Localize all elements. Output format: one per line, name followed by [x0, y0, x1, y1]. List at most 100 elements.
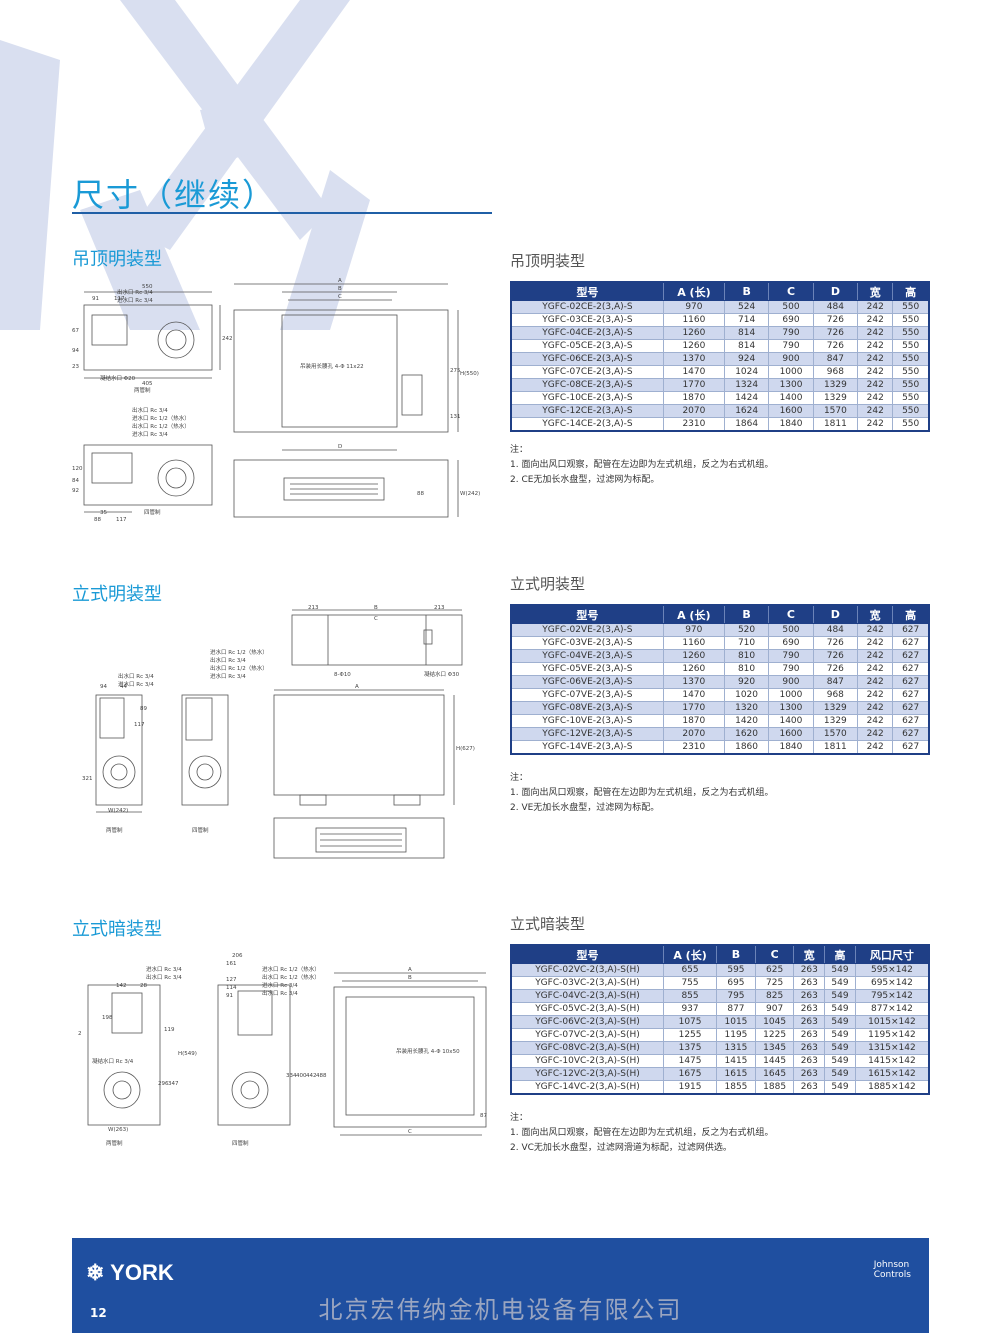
- table-cell: 726: [812, 313, 859, 327]
- table-cell: 690: [768, 636, 814, 650]
- table-cell: 937: [662, 1002, 718, 1016]
- column-header: B: [723, 604, 770, 624]
- svg-text:H(550): H(550): [460, 371, 479, 377]
- svg-text:进水口 Rc 3/4: 进水口 Rc 3/4: [132, 430, 168, 438]
- table-cell: 549: [824, 1028, 856, 1042]
- svg-text:凝结水口 Rc 3/4: 凝结水口 Rc 3/4: [92, 1057, 134, 1065]
- table-cell: 1195×142: [854, 1028, 930, 1042]
- column-header: 高: [824, 944, 856, 964]
- page-number: 12: [90, 1306, 107, 1320]
- table-cell: YGFC-05VC-2(3,A)-S(H): [510, 1002, 664, 1016]
- svg-text:出水口 Rc 3/4: 出水口 Rc 3/4: [117, 288, 153, 296]
- table-cell: 263: [793, 1054, 826, 1068]
- table-cell: 242: [857, 404, 894, 418]
- table-cell: 263: [793, 989, 826, 1003]
- table-cell: 2310: [662, 417, 725, 432]
- table-cell: 595×142: [854, 963, 930, 977]
- svg-text:A: A: [408, 967, 412, 973]
- table-cell: YGFC-07VC-2(3,A)-S(H): [510, 1028, 664, 1042]
- table-cell: YGFC-10CE-2(3,A)-S: [510, 391, 664, 405]
- vertical-dimension-drawing: 213 B 213 C 8-Φ10 凝结水口 Φ30 进水口 Rc 1/2（热水…: [82, 605, 475, 859]
- svg-text:92: 92: [72, 488, 79, 494]
- table-cell: 970: [662, 300, 725, 314]
- table-cell: 1315×142: [854, 1041, 930, 1055]
- table-cell: 790: [768, 339, 814, 353]
- table-cell: 847: [812, 352, 859, 366]
- svg-text:28: 28: [140, 983, 147, 989]
- table-cell: 1570: [812, 404, 859, 418]
- table-cell: 242: [857, 378, 894, 392]
- svg-text:400: 400: [296, 1073, 307, 1079]
- table-cell: 795: [716, 989, 756, 1003]
- svg-text:四管制: 四管制: [144, 508, 161, 516]
- svg-text:出水口 Rc 1/2（热水）: 出水口 Rc 1/2（热水）: [132, 422, 190, 430]
- svg-text:W(242): W(242): [460, 491, 480, 497]
- table-cell: 1375: [662, 1041, 718, 1055]
- table-cell: YGFC-02VC-2(3,A)-S(H): [510, 963, 664, 977]
- note-line: 1. 面向出风口观察，配管在左边即为左式机组，反之为右式机组。: [510, 788, 774, 798]
- svg-text:四管制: 四管制: [192, 826, 209, 834]
- svg-text:88: 88: [94, 517, 101, 523]
- table-cell: 1770: [662, 378, 725, 392]
- table-title-ceiling: 吊顶明装型: [510, 252, 586, 270]
- table-cell: 1645: [754, 1067, 795, 1081]
- table-cell: 1400: [768, 714, 814, 728]
- table-cell: YGFC-12CE-2(3,A)-S: [510, 404, 664, 418]
- table-cell: 1260: [662, 649, 725, 663]
- table-cell: 627: [892, 688, 930, 702]
- column-header: A (长): [662, 281, 725, 301]
- svg-text:8-Φ10: 8-Φ10: [334, 672, 351, 678]
- table-cell: 549: [824, 1015, 856, 1029]
- table-cell: YGFC-08VC-2(3,A)-S(H): [510, 1041, 664, 1055]
- table-cell: 726: [812, 339, 859, 353]
- svg-text:C: C: [408, 1129, 412, 1135]
- svg-text:凝结水口 Φ20: 凝结水口 Φ20: [100, 374, 136, 382]
- table-cell: 627: [892, 740, 930, 755]
- table-cell: 263: [793, 976, 826, 990]
- svg-text:550: 550: [142, 284, 153, 290]
- svg-text:23: 23: [72, 364, 79, 370]
- table-cell: 242: [857, 675, 894, 689]
- svg-text:296: 296: [158, 1081, 169, 1087]
- table-cell: 500: [768, 623, 814, 637]
- table-cell: YGFC-07CE-2(3,A)-S: [510, 365, 664, 379]
- table-cell: 263: [793, 1067, 826, 1081]
- table-cell: YGFC-10VE-2(3,A)-S: [510, 714, 664, 728]
- svg-text:94: 94: [100, 684, 107, 690]
- table-cell: 595: [716, 963, 756, 977]
- table-cell: 242: [857, 365, 894, 379]
- table-cell: 726: [812, 636, 859, 650]
- svg-text:67: 67: [72, 328, 79, 334]
- table-cell: 1870: [662, 714, 725, 728]
- table-cell: 550: [892, 365, 930, 379]
- note-line: 1. 面向出风口观察，配管在左边即为左式机组，反之为右式机组。: [510, 1128, 774, 1138]
- svg-text:87: 87: [480, 1113, 487, 1119]
- table-cell: 1400: [768, 391, 814, 405]
- svg-text:两管制: 两管制: [106, 826, 123, 834]
- table-cell: 1045: [754, 1015, 795, 1029]
- table-cell: YGFC-03CE-2(3,A)-S: [510, 313, 664, 327]
- table-cell: 726: [812, 649, 859, 663]
- table-cell: YGFC-05VE-2(3,A)-S: [510, 662, 664, 676]
- table-cell: 1225: [754, 1028, 795, 1042]
- table-cell: 1915: [662, 1080, 718, 1095]
- svg-text:进水口 Rc 3/4: 进水口 Rc 3/4: [117, 296, 153, 304]
- table-cell: 549: [824, 989, 856, 1003]
- table-cell: 1000: [768, 688, 814, 702]
- svg-text:D: D: [338, 444, 342, 450]
- svg-text:进水口 Rc 1/2（热水）: 进水口 Rc 1/2（热水）: [262, 965, 320, 973]
- table-cell: YGFC-04VE-2(3,A)-S: [510, 649, 664, 663]
- table-cell: 550: [892, 352, 930, 366]
